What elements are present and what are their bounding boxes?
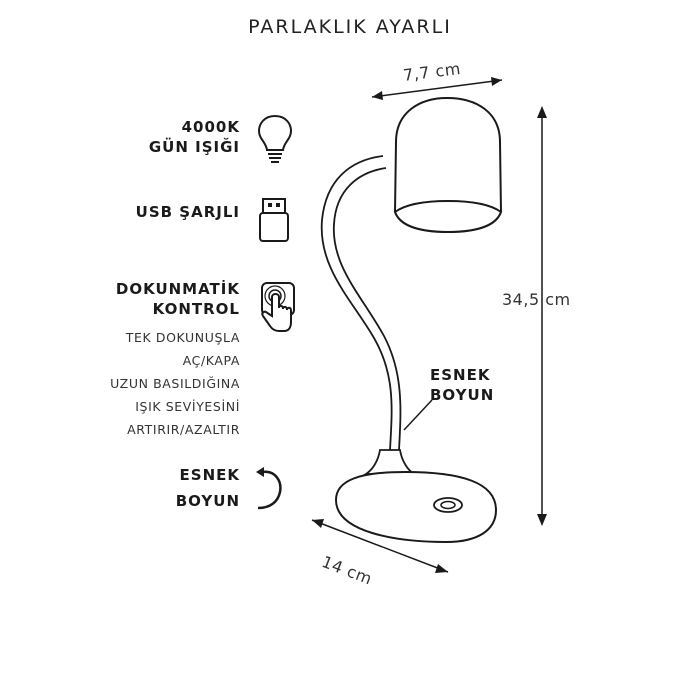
usb-plug-icon [259,198,289,242]
dim-base-label: 14 cm [319,552,375,589]
page-title: PARLAKLIK AYARLI [248,16,452,38]
feature-touch-desc-1: TEK DOKUNUŞLA [125,330,240,345]
lamp-neck-outer [320,155,393,451]
feature-usb-label: USB ŞARJLI [135,203,240,221]
touch-control-icon [261,282,295,332]
lamp-base [334,470,498,544]
feature-touch-desc-4: IŞIK SEVİYESİNİ [135,399,240,414]
dim-width-line [371,79,503,98]
feature-touch-desc-3: UZUN BASILDIĞINA [110,376,240,391]
lamp-flex-line2: BOYUN [430,386,495,404]
dim-height-label: 34,5 cm [502,290,571,309]
lamp-neck-inner [333,167,402,451]
lamp-touch-button [433,497,463,513]
dim-width-label: 7,7 cm [402,58,462,85]
lamp-collar [363,449,417,475]
feature-flex-line1: ESNEK [179,466,240,484]
lamp-flex-line1: ESNEK [430,366,491,384]
feature-touch-line1: DOKUNMATİK [115,280,240,298]
lamp-head [394,96,502,213]
flex-pointer-line [403,399,433,431]
feature-touch-line2: KONTROL [152,300,240,318]
feature-light-line1: 4000K [181,118,240,136]
feature-flex-line2: BOYUN [175,492,240,510]
feature-light-line2: GÜN IŞIĞI [148,138,240,156]
feature-touch-desc-5: ARTIRIR/AZALTIR [127,422,240,437]
light-bulb-icon [257,114,293,163]
lamp-head-rim [393,199,503,234]
feature-touch-desc-2: AÇ/KAPA [182,353,240,368]
rotate-arrow-icon [256,467,282,510]
